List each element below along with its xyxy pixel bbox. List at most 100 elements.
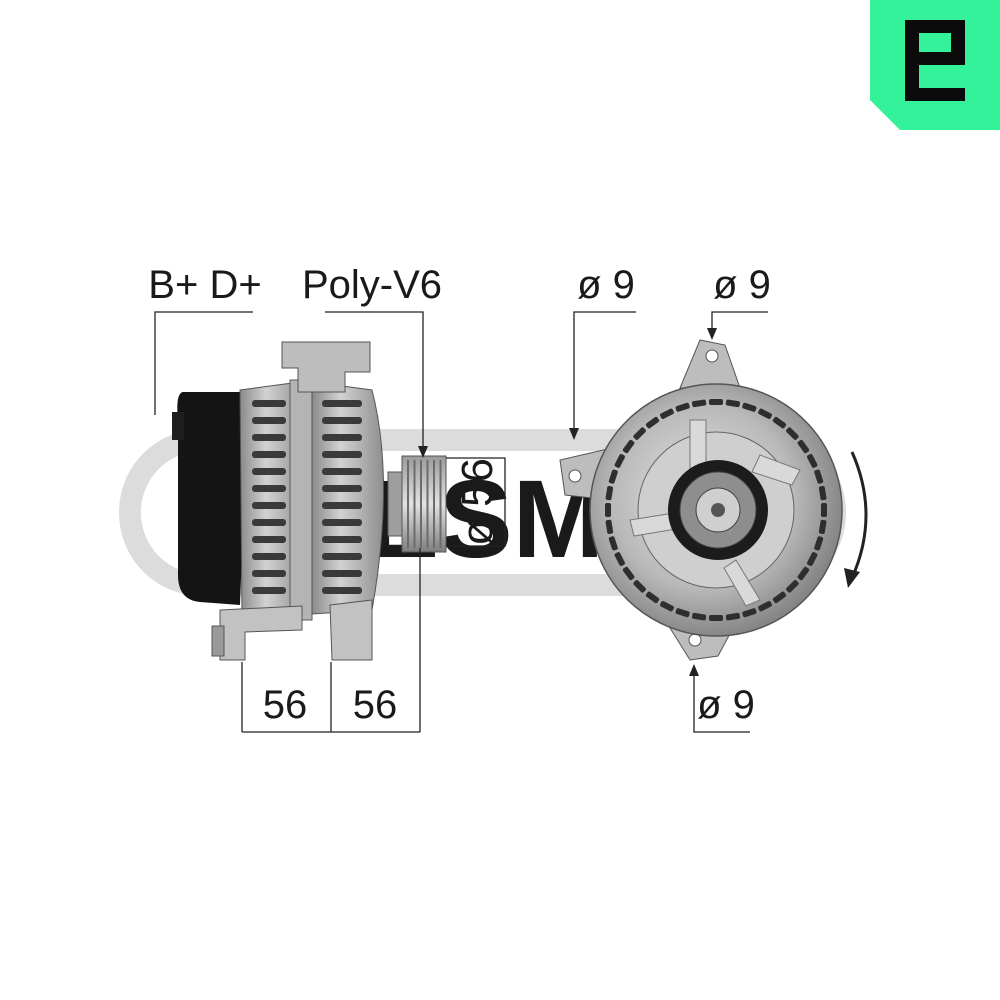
front-vent-slot [622,566,635,581]
front-cooling-slot [322,468,362,475]
ear-bottom-hole [688,633,702,647]
front-vent-slot [725,612,740,621]
alternator-side-view [172,341,447,661]
shaft [387,471,403,537]
ear-left-hole [568,469,582,483]
pulley-type-label: Poly-V6 [302,263,442,307]
rotation-arrow-icon [850,451,868,579]
terminal-stud [172,412,184,440]
front-vent-slot [605,503,611,517]
hole-bottom-leader [693,672,750,733]
connector-leader [154,311,253,415]
front-vent-slot [622,439,635,454]
era-logo-icon [905,20,965,101]
pulley-grooves [407,460,442,548]
rear-cooling-slot [252,468,286,475]
front-cooling-slots [322,400,362,594]
front-cooling-slot [322,451,362,458]
front-cooling-slot [322,536,362,543]
hole-top-arrow [707,328,717,340]
front-vent-slot [818,486,827,501]
pulley [401,455,447,553]
front-vent-slot [807,454,818,468]
mount-ear-rear [219,605,303,661]
front-cooling-slot [322,502,362,509]
rear-cooling-slot [252,502,286,509]
front-vent-slot [818,519,827,534]
front-vent-slot [692,399,707,408]
front-vent-slot [605,519,614,534]
top-bracket [281,341,371,393]
front-vent-slot [660,601,674,612]
front-vent-slot [772,416,787,429]
front-cooling-slot [322,417,362,424]
front-vent-slot [633,427,646,440]
front-vent-slot [614,454,625,468]
pulley-leader [325,311,424,452]
front-vent-slot [709,615,723,621]
front-cooling-slot [322,400,362,407]
front-vent-slot [675,402,690,412]
pulley-leader-arrow [418,446,428,458]
front-vent-slot [786,580,799,593]
front-vent-slot [758,408,772,419]
front-vent-slot [786,427,799,440]
front-vent-slot [807,552,818,566]
rotation-arrow-head [844,568,860,588]
front-housing [311,381,384,615]
pulley-diameter-bracket [446,457,506,547]
rear-cover [177,391,248,605]
front-vent-slot [797,566,810,581]
front-vent-slot [608,469,618,484]
hole-top-left-label: ø 9 [577,263,635,307]
front-vent-slot [821,503,827,517]
rear-cooling-slot [252,587,286,594]
front-cooling-slot [322,553,362,560]
front-cooling-slot [322,485,362,492]
front-vent-slot [675,608,690,618]
front-vent-slot [709,399,723,405]
mount-ear-front [329,599,373,661]
front-vent-slot [742,608,757,618]
front-vent-slot [645,591,660,604]
hole-left-leader [573,311,636,432]
front-cooling-slot [322,570,362,577]
front-vent-slot [758,601,772,612]
front-vent-slot [814,536,824,551]
rear-cooling-slot [252,434,286,441]
rear-cooling-slot [252,553,286,560]
side-view-dimensions: B+ D+ Poly-V6 ø 56 56 56 [148,263,506,733]
brand-logo [870,0,1000,130]
rear-cooling-slot [252,400,286,407]
mount-dim-left: 56 [263,683,308,727]
front-vent-slot [742,402,757,412]
hole-bottom-arrow [689,664,699,676]
connector-label: B+ D+ [148,263,261,307]
front-cooling-slot [322,587,362,594]
pulley-diameter-label: ø 56 [453,458,502,546]
front-vent-slot [608,536,618,551]
front-vent-slot [660,408,674,419]
hole-top-right-label: ø 9 [713,263,771,307]
ear-top [679,339,741,389]
hole-bottom-label: ø 9 [697,683,755,727]
shaft-center [711,503,725,517]
rear-cooling-slot [252,485,286,492]
rear-cooling-slot [252,519,286,526]
front-vent-slot [645,416,660,429]
front-vent-slot [797,439,810,454]
front-vent-slot [633,580,646,593]
rear-cooling-slot [252,451,286,458]
rear-cooling-slot [252,417,286,424]
rear-cooling-slots [252,400,286,594]
front-vent-slot [725,399,740,408]
stator [289,379,313,621]
front-vent-slot [772,591,787,604]
front-vent-slot [605,486,614,501]
alternator-front-view [559,339,868,661]
front-view-dimensions: ø 9 ø 9 ø 9 [569,263,771,733]
front-vent-slot [692,612,707,621]
front-vent-slot [814,469,824,484]
ear-top-hole [705,349,719,363]
